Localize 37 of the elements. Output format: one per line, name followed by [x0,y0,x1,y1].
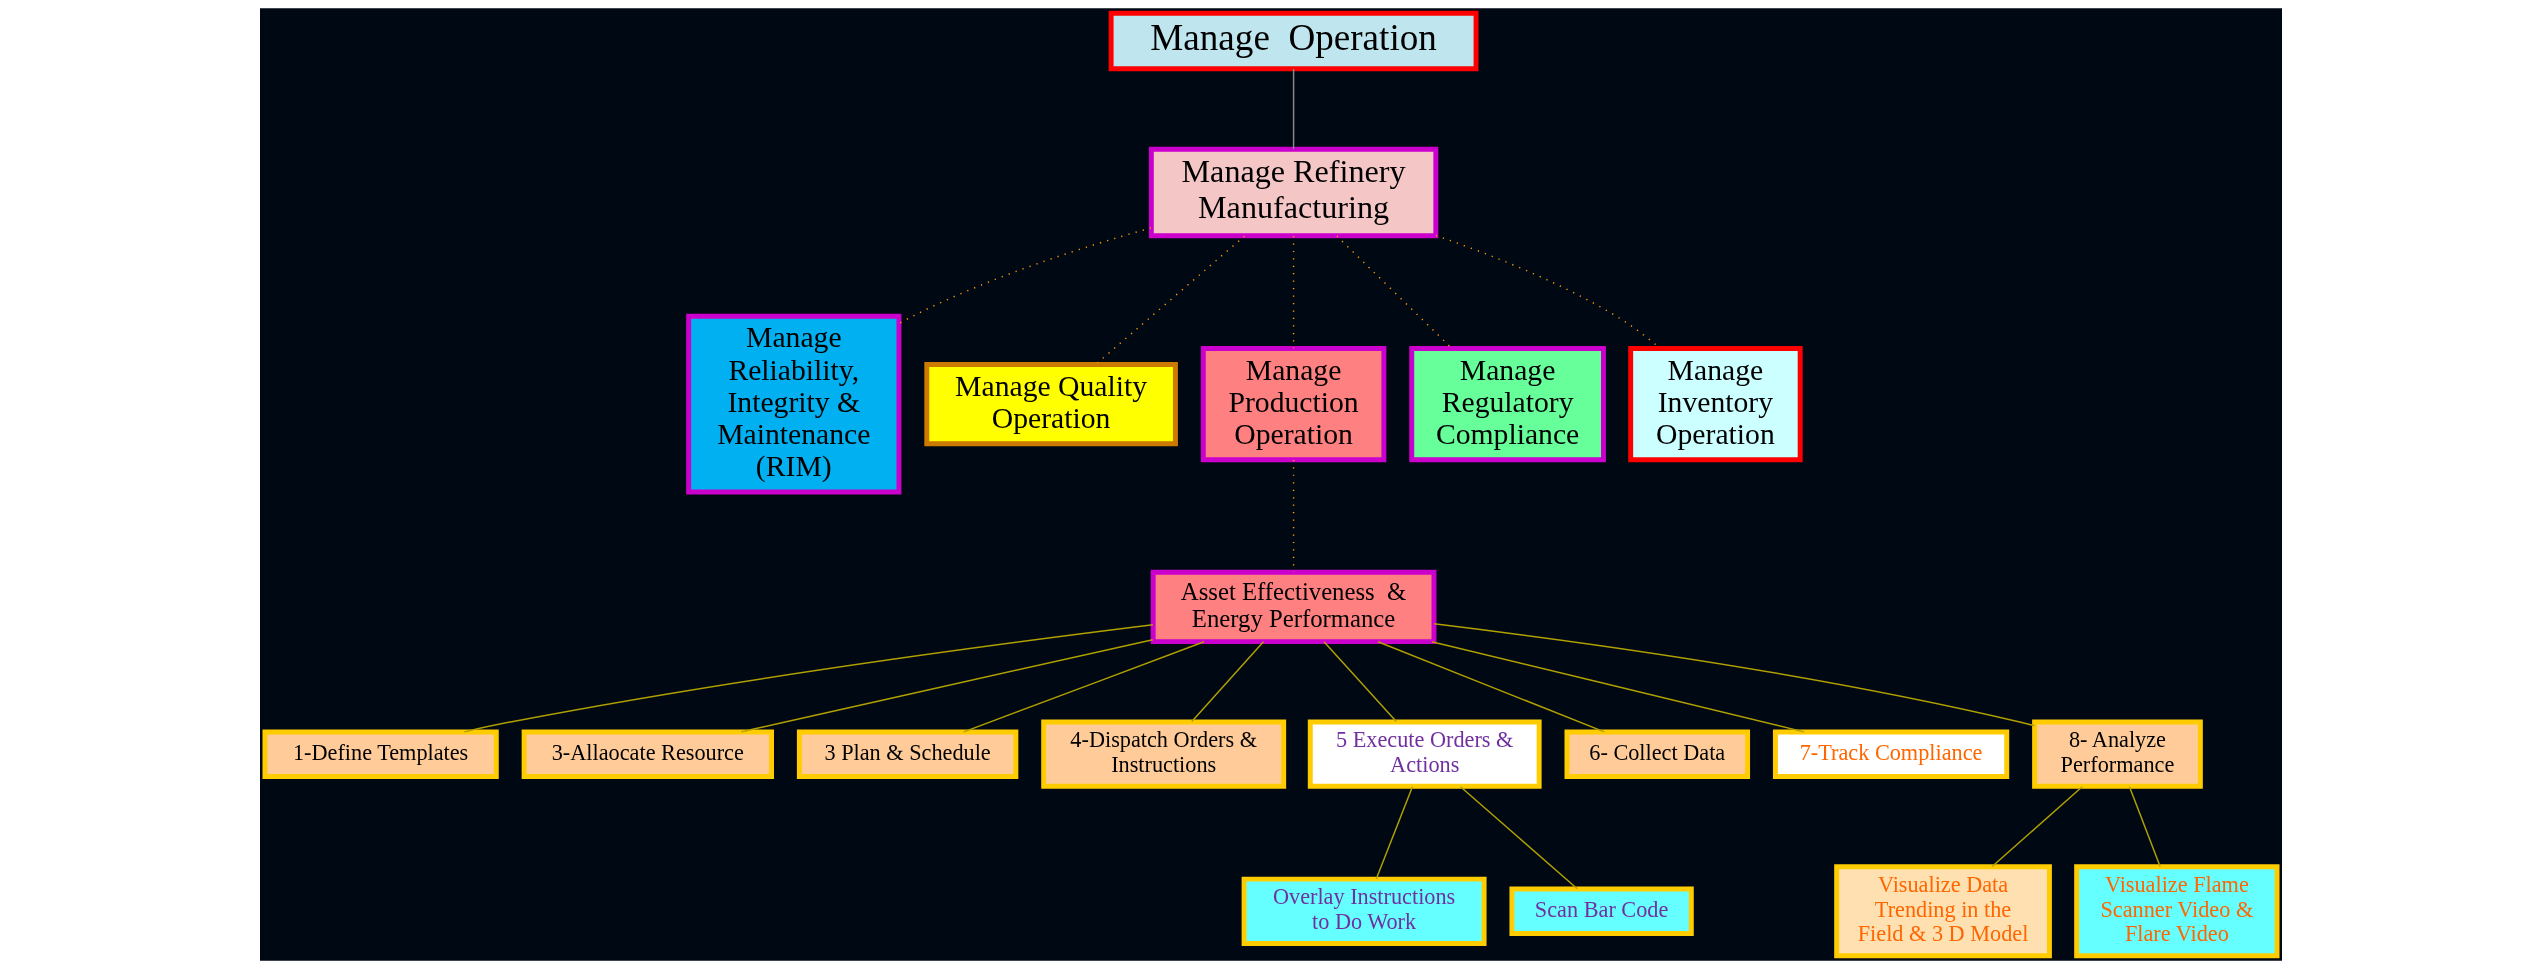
node-box: Manage Inventory Operation [1628,345,1803,463]
connector [1094,235,1246,366]
node-box: Manage Refinery Manufacturing [1148,146,1439,239]
node-box: 5 Execute Orders & Actions [1307,719,1542,789]
connector [463,624,1154,733]
connector [1292,459,1295,573]
connector [1323,641,1397,723]
connector [963,641,1205,733]
node-box: Visualize Data Trending in the Field & 3 D Model [1834,864,2052,959]
node-box: Asset Effectiveness & Energy Performance [1150,569,1437,645]
connector [1433,623,2036,727]
connector [1375,786,1414,880]
connector [740,638,1154,733]
node-box: 6- Collect Data [1564,729,1751,779]
connector [898,227,1152,325]
connector [1431,640,1805,733]
connector [2128,786,2161,868]
node-box: Overlay Instructions to Do Work [1241,876,1487,946]
node-box: 7-Track Compliance [1772,729,2010,779]
connector [1191,641,1265,723]
node-box: Manage Quality Operation [924,362,1178,447]
node-box: 8- Analyze Performance [2032,719,2203,789]
node-box: Scan Bar Code [1509,886,1694,937]
node-box: 1-Define Templates [262,729,499,779]
connector [1292,68,1295,150]
connector [1377,641,1606,733]
node-box: Manage Regulatory Compliance [1409,345,1606,463]
node-box: 3-Allaocate Resource [521,729,774,779]
node-box: 3 Plan & Schedule [796,729,1019,779]
node-box: Visualize Flame Scanner Video & Flare Video [2074,864,2280,959]
node-box: Manage Reliability, Integrity & Maintenance (RIM) [686,313,902,495]
connector [1459,786,1578,890]
connector [1991,786,2083,868]
node-box: Manage Operation [1108,10,1479,72]
node-box: 4-Dispatch Orders & Instructions [1041,719,1287,789]
connector [1292,235,1295,350]
node-box: Manage Production Operation [1200,345,1387,463]
